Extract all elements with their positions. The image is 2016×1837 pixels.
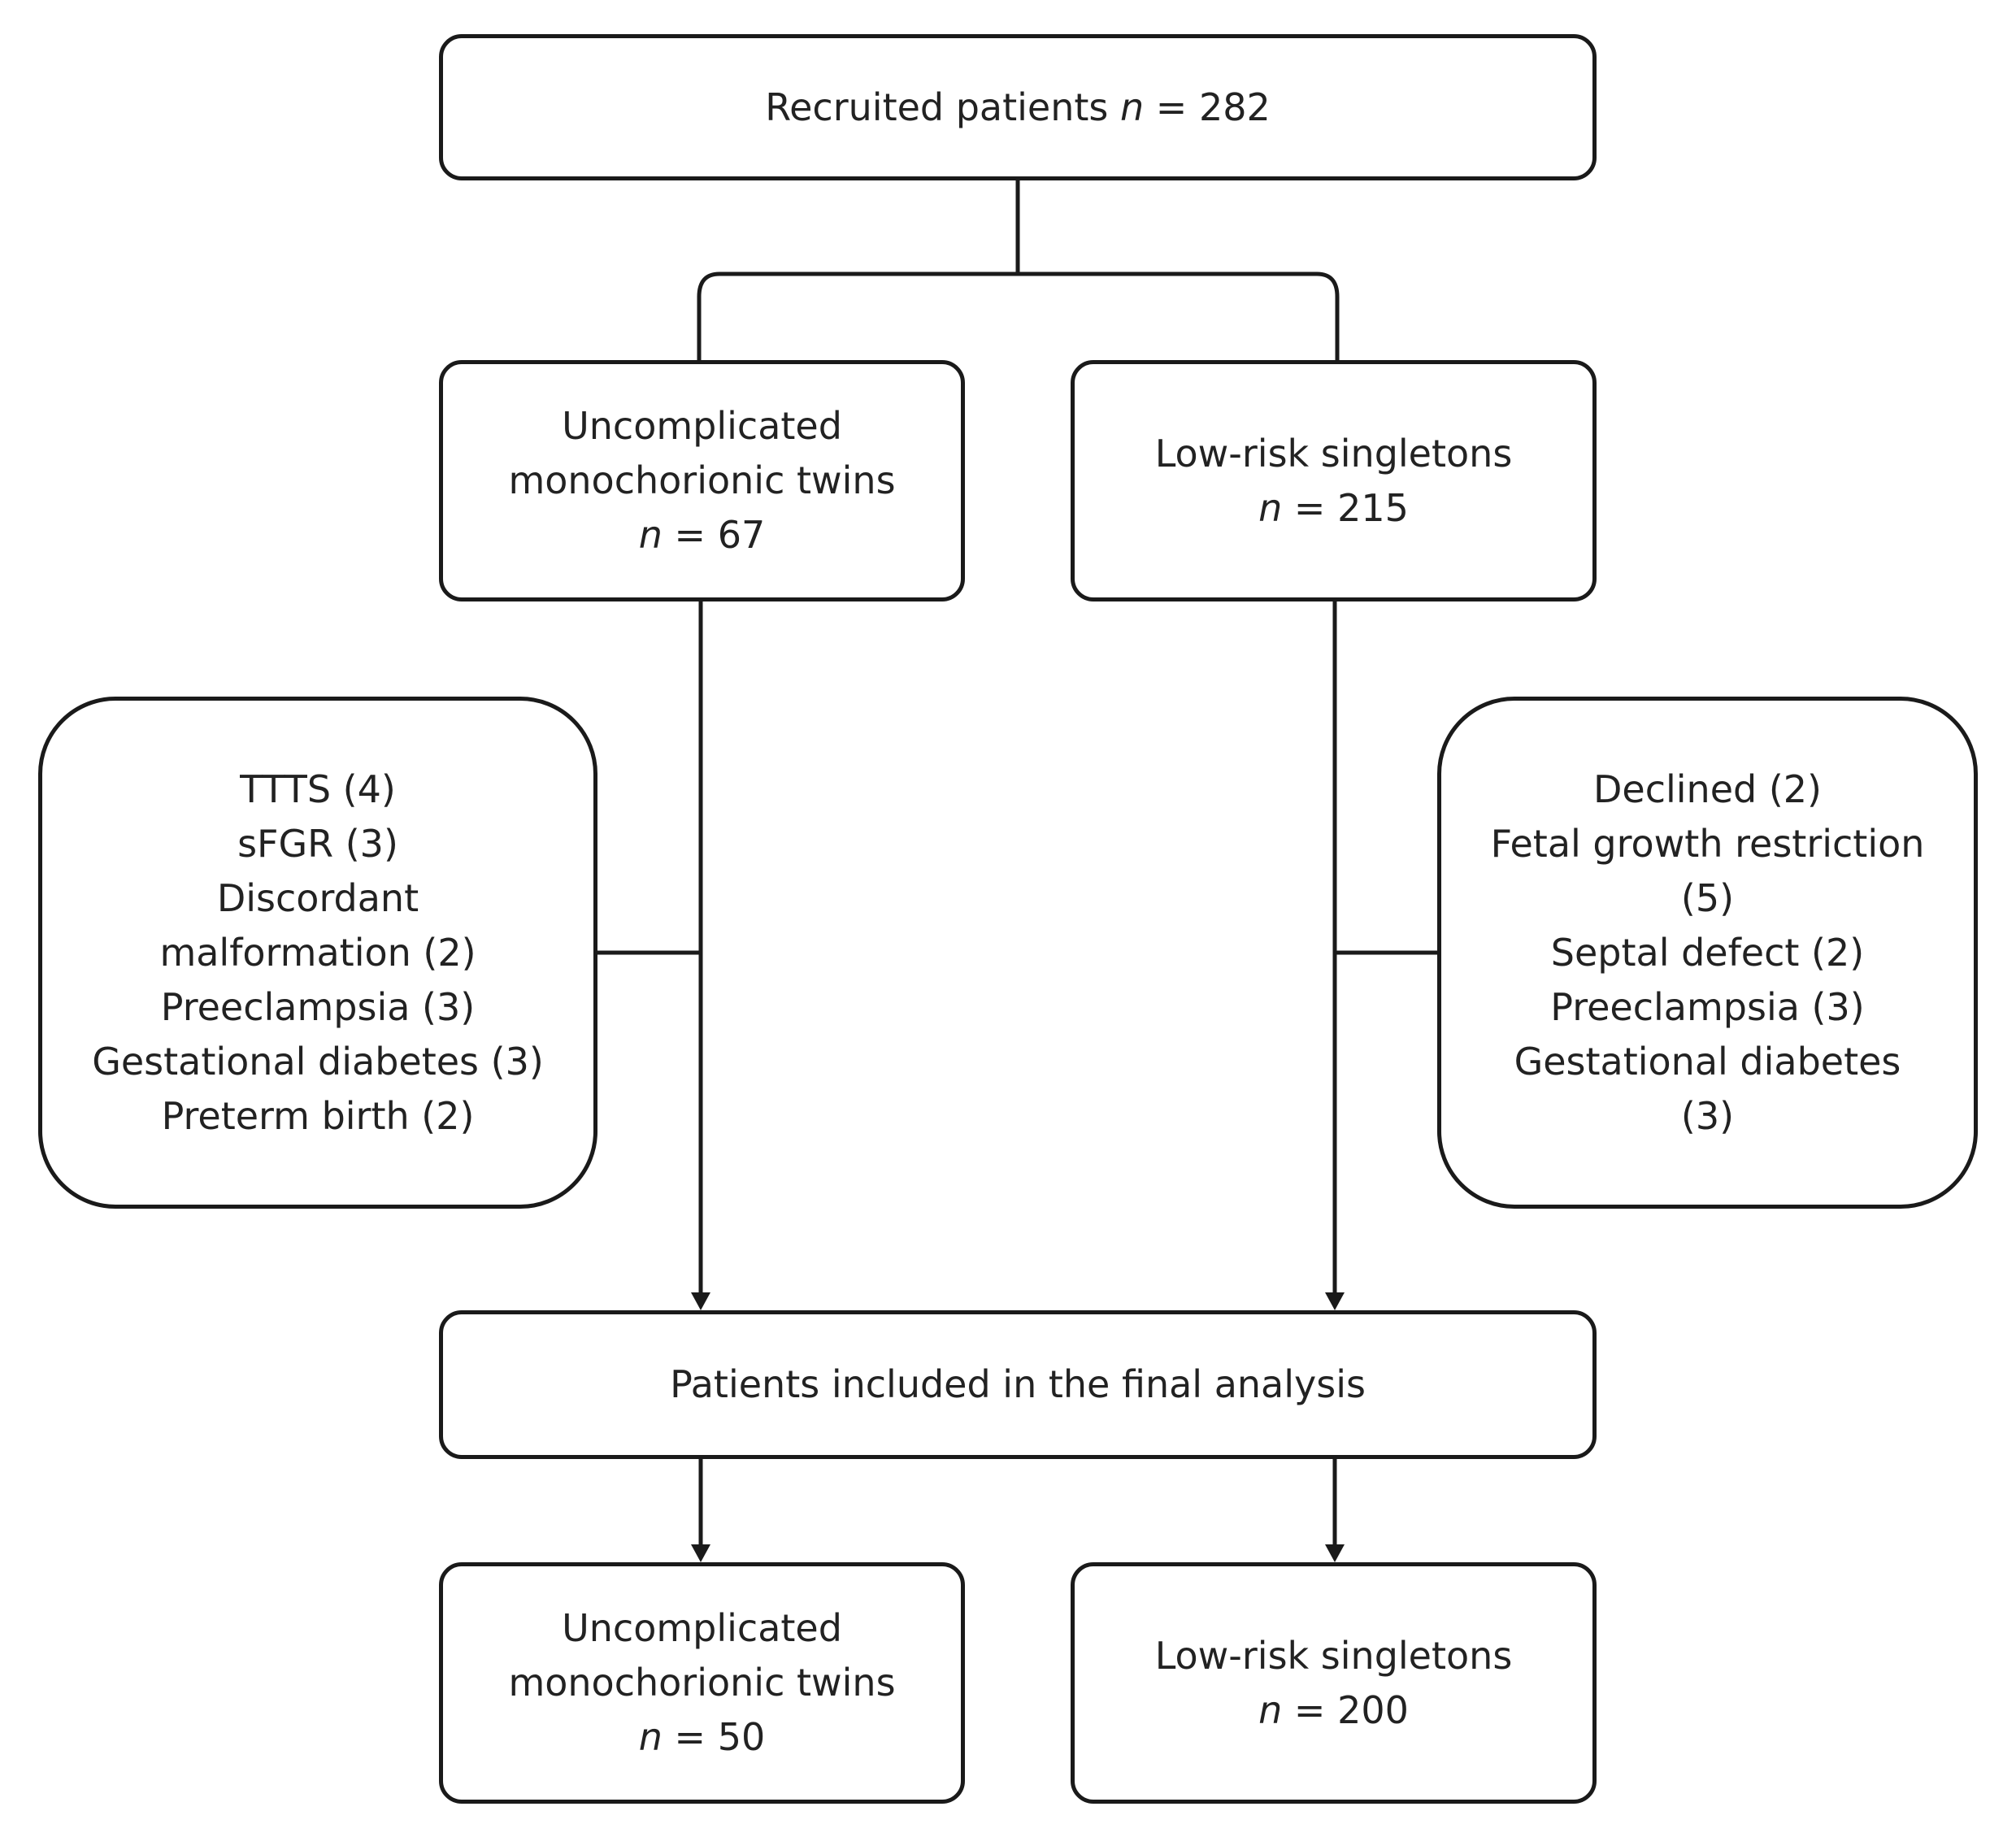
singletons-initial-count: n = 215 [1155,481,1513,536]
twins-exclusions-box: TTTS (4) sFGR (3) Discordant malformatio… [38,697,597,1209]
final-analysis-label: Patients included in the final analysis [670,1362,1366,1406]
singletons-final-line1: Low-risk singletons [1154,1633,1513,1678]
twins-exclusion-item: Gestational diabetes (3) [92,1039,544,1084]
twins-exclusion-item: Preterm birth (2) [161,1093,475,1138]
singletons-final-n-symbol: n [1258,1687,1283,1732]
twins-initial-n-value: = 67 [674,513,766,557]
singletons-exclusion-item: Gestational diabetes [1514,1039,1901,1084]
twins-final-line2: monochorionic twins [508,1661,896,1705]
twins-exclusion-item: malformation (2) [159,930,476,975]
twins-final-n-symbol: n [638,1715,663,1759]
recruited-patients-box: Recruited patients n = 282 [439,34,1597,180]
singletons-exclusion-item: Fetal growth restriction [1490,821,1925,866]
twins-exclusion-item: TTTS (4) [240,767,396,811]
arrowhead-singletons-final-analysis [1325,1292,1345,1310]
twins-final-n-value: = 50 [674,1715,766,1759]
recruited-line: Recruited patients n = 282 [765,80,1271,135]
twins-initial-line1: Uncomplicated [562,404,842,448]
singletons-exclusion-item: (3) [1680,1093,1735,1138]
singletons-initial-n-symbol: n [1258,485,1283,530]
singletons-exclusion-item: Preeclampsia (3) [1550,984,1865,1029]
singletons-initial-line1: Low-risk singletons [1154,431,1513,476]
twins-final-line1: Uncomplicated [562,1606,842,1650]
twins-initial-box: Uncomplicated monochorionic twins n = 67 [439,360,965,601]
singletons-final-n-value: = 200 [1293,1687,1409,1732]
singletons-initial-box: Low-risk singletons n = 215 [1071,360,1597,601]
singletons-exclusion-item: (5) [1680,875,1735,920]
twins-initial-count: n = 67 [508,508,895,562]
twins-exclusion-item: Discordant [216,875,419,920]
singletons-initial-n-value: = 215 [1293,485,1409,530]
twins-initial-n-symbol: n [638,513,663,557]
recruited-label: Recruited patients [765,85,1109,129]
recruited-n-symbol: n [1120,85,1145,129]
twins-final-box: Uncomplicated monochorionic twins n = 50 [439,1562,965,1804]
recruited-n-value: = 282 [1155,85,1271,129]
arrowhead-final-singletons [1325,1544,1345,1562]
twins-exclusion-item: Preeclampsia (3) [160,984,476,1029]
twins-exclusion-item: sFGR (3) [237,821,398,866]
singletons-exclusion-item: Septal defect (2) [1550,930,1865,975]
final-analysis-box: Patients included in the final analysis [439,1310,1597,1459]
singletons-exclusion-item: Declined (2) [1592,767,1822,811]
connector-split [697,271,1340,360]
twins-initial-line2: monochorionic twins [508,458,896,502]
arrowhead-final-twins [691,1544,710,1562]
singletons-final-count: n = 200 [1155,1683,1513,1738]
singletons-final-box: Low-risk singletons n = 200 [1071,1562,1597,1804]
arrowhead-twins-final-analysis [691,1292,710,1310]
singletons-exclusions-box: Declined (2) Fetal growth restriction (5… [1437,697,1978,1209]
twins-final-count: n = 50 [508,1710,895,1765]
